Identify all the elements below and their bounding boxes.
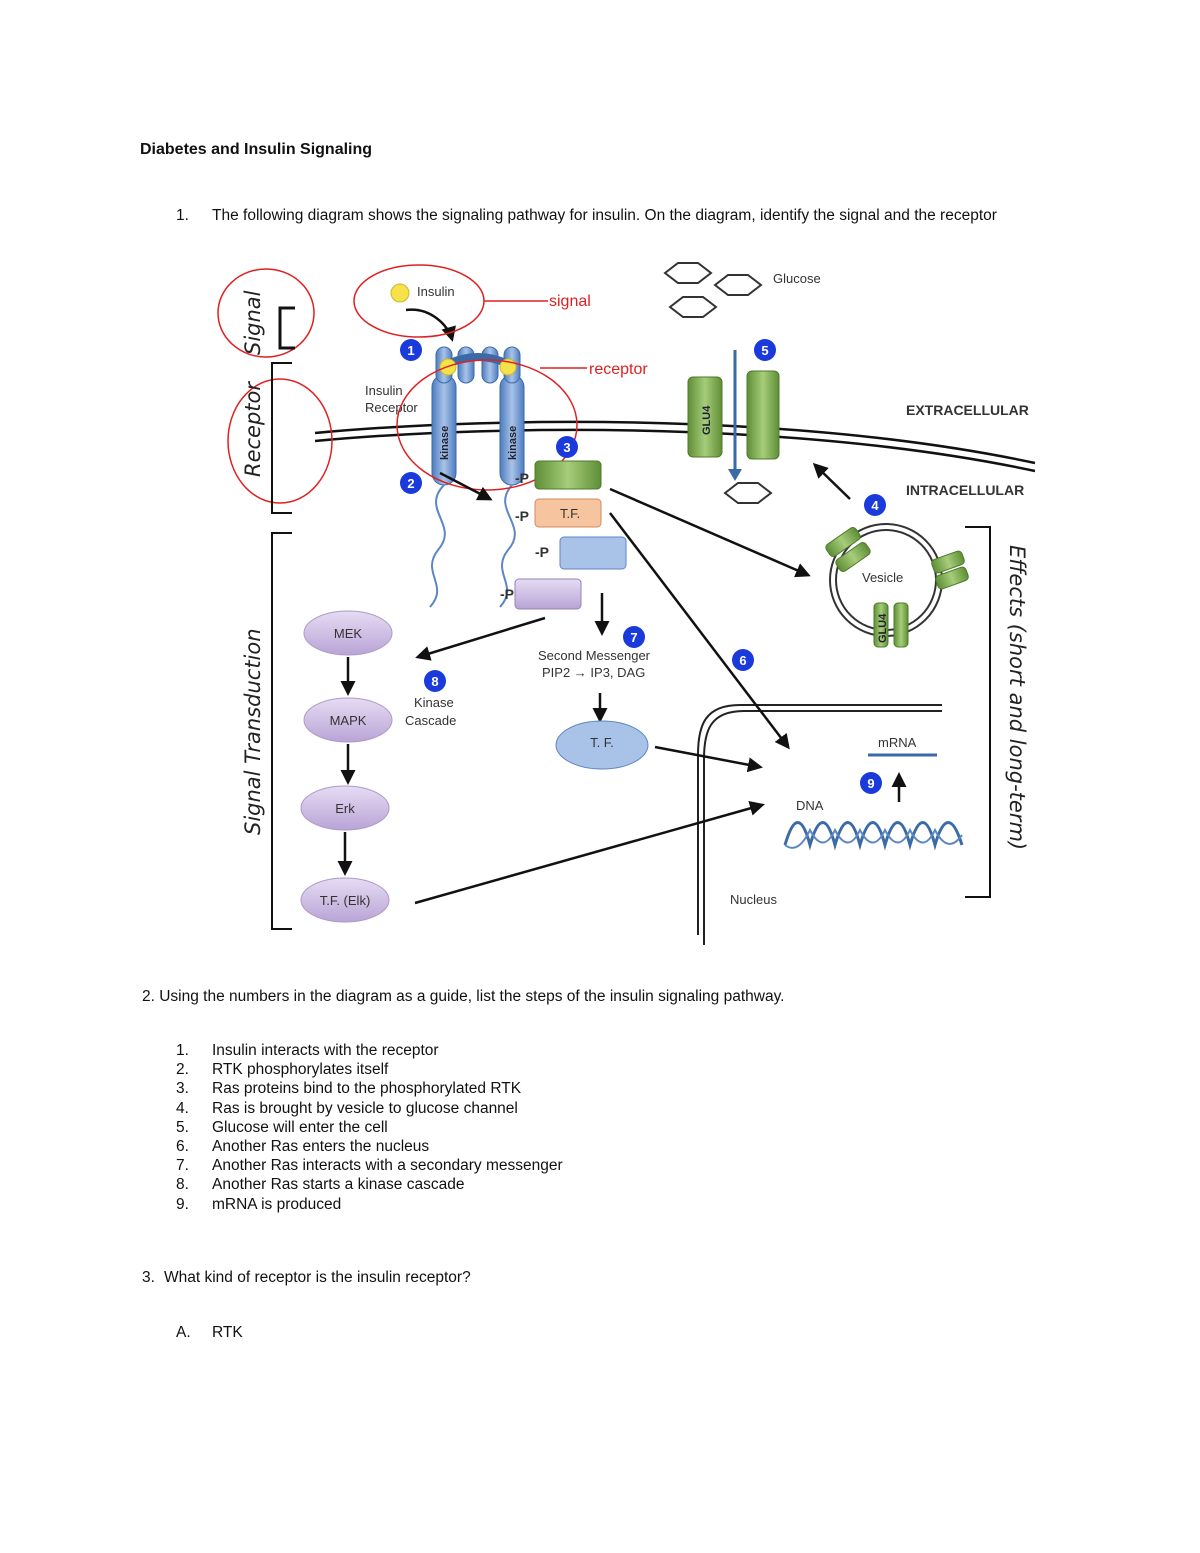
phosphate-label: -P	[515, 508, 529, 524]
signal-annotation-circle	[353, 264, 485, 338]
svg-text:9: 9	[867, 776, 874, 791]
mek-label: MEK	[334, 626, 363, 641]
svg-text:3: 3	[563, 440, 570, 455]
answer: A. RTK	[176, 1324, 243, 1342]
ras-protein-purple	[514, 578, 582, 610]
mrna-label: mRNA	[878, 735, 917, 750]
document-title: Diabetes and Insulin Signaling	[140, 141, 373, 158]
nucleus-label: Nucleus	[730, 892, 777, 907]
step-badge-4: 4	[864, 494, 886, 516]
list-item: 8.Another Ras starts a kinase cascade	[176, 1176, 465, 1194]
tf-node-label: T. F.	[590, 735, 614, 750]
step-badge-6: 6	[732, 649, 754, 671]
transduction-handwritten-label: Signal Transduction	[241, 628, 265, 835]
insulin-molecule	[390, 283, 410, 303]
svg-text:8: 8	[431, 674, 438, 689]
intracellular-label: INTRACELLULAR	[906, 482, 1024, 498]
list-item: 3.Ras proteins bind to the phosphorylate…	[176, 1080, 522, 1098]
vesicle-glu4-label: GLU4	[877, 613, 889, 643]
effects-handwritten-label: Effects (short and long-term)	[1005, 545, 1029, 850]
signal-handwritten-label: Signal	[241, 290, 265, 355]
answer-text: RTK	[212, 1324, 243, 1341]
receptor-annotation-label: receptor	[589, 361, 648, 378]
svg-text:2: 2	[407, 476, 414, 491]
question-2: 2. Using the numbers in the diagram as a…	[142, 988, 785, 1005]
insulin-label: Insulin	[417, 284, 455, 299]
nucleus-envelope	[697, 704, 942, 935]
signal-bracket-circle	[217, 268, 315, 358]
ras-protein-blue	[559, 536, 627, 570]
mapk-label: MAPK	[330, 713, 367, 728]
kinase-label-right: kinase	[507, 426, 519, 460]
glucose-icon	[713, 274, 763, 296]
svg-text:4: 4	[871, 498, 879, 513]
erk-label: Erk	[335, 801, 355, 816]
step-badge-9: 9	[860, 772, 882, 794]
list-item: 9.mRNA is produced	[176, 1195, 342, 1213]
dna-label: DNA	[796, 798, 824, 813]
receptor-handwritten-label: Receptor	[241, 381, 265, 477]
glucose-icon	[668, 296, 718, 318]
question-text: What kind of receptor is the insulin rec…	[164, 1269, 471, 1286]
svg-text:7: 7	[630, 630, 637, 645]
insulin-receptor-label-2: Receptor	[365, 400, 418, 415]
insulin-receptor-label-1: Insulin	[365, 383, 403, 398]
list-item: 2.RTK phosphorylates itself	[176, 1061, 389, 1079]
tf-label: T.F.	[560, 506, 580, 521]
signal-annotation-label: signal	[549, 293, 591, 310]
list-item: 7.Another Ras interacts with a secondary…	[176, 1157, 563, 1175]
tf-node	[555, 720, 649, 770]
mek-node	[303, 610, 393, 656]
second-messenger-label-2: PIP2 → IP3, DAG	[542, 665, 645, 680]
step-badge-2: 2	[400, 472, 422, 494]
svg-text:5: 5	[761, 343, 768, 358]
answer-letter: A.	[176, 1324, 191, 1341]
svg-text:6: 6	[739, 653, 746, 668]
list-item: 6.Another Ras enters the nucleus	[176, 1137, 430, 1155]
tf-elk-label: T.F. (Elk)	[320, 893, 371, 908]
list-item: 1.Insulin interacts with the receptor	[176, 1042, 439, 1059]
kinase-cascade-label-1: Kinase	[414, 695, 454, 710]
vesicle-label: Vesicle	[862, 570, 903, 585]
step-badge-5: 5	[754, 339, 776, 361]
ras-protein-green	[534, 460, 602, 490]
second-messenger-label-1: Second Messenger	[538, 648, 651, 663]
step-badge-8: 8	[424, 670, 446, 692]
question-text: The following diagram shows the signalin…	[212, 207, 997, 224]
receptor-bracket-circle	[227, 378, 333, 504]
question-3: 3. What kind of receptor is the insulin r…	[142, 1269, 471, 1287]
extracellular-label: EXTRACELLULAR	[906, 402, 1029, 418]
question-1: 1. The following diagram shows the signal…	[176, 207, 997, 225]
question-number: 1.	[176, 207, 189, 224]
kinase-cascade-label-2: Cascade	[405, 713, 456, 728]
dna-helix	[783, 821, 964, 851]
kinase-label-left: kinase	[439, 426, 451, 460]
phosphate-label: -P	[535, 544, 549, 560]
glu4-transporter-left	[687, 376, 723, 458]
glu4-label: GLU4	[701, 405, 713, 435]
list-item: 5.Glucose will enter the cell	[176, 1118, 388, 1136]
phosphate-label: -P	[500, 586, 514, 602]
glucose-icon	[723, 482, 773, 504]
glu4-transporter-right	[746, 370, 780, 460]
insulin-signaling-diagram: Insulin kinase kinase Insulin Receptor s…	[217, 262, 1036, 945]
svg-text:1: 1	[407, 343, 414, 358]
step-badge-7: 7	[623, 626, 645, 648]
tf-elk-node	[300, 877, 390, 923]
steps-list: 1.Insulin interacts with the receptor 2.…	[176, 1041, 563, 1214]
step-badge-1: 1	[400, 339, 422, 361]
glucose-icon	[663, 262, 713, 284]
list-item: 4.Ras is brought by vesicle to glucose c…	[176, 1099, 518, 1117]
tf-protein-orange	[534, 498, 602, 528]
step-badge-3: 3	[556, 436, 578, 458]
cell-membrane	[314, 420, 1036, 465]
glucose-label: Glucose	[773, 271, 821, 286]
question-number: 3.	[142, 1269, 155, 1286]
erk-node	[300, 785, 390, 831]
mapk-node	[303, 697, 393, 743]
phosphate-label: -P	[515, 470, 529, 486]
